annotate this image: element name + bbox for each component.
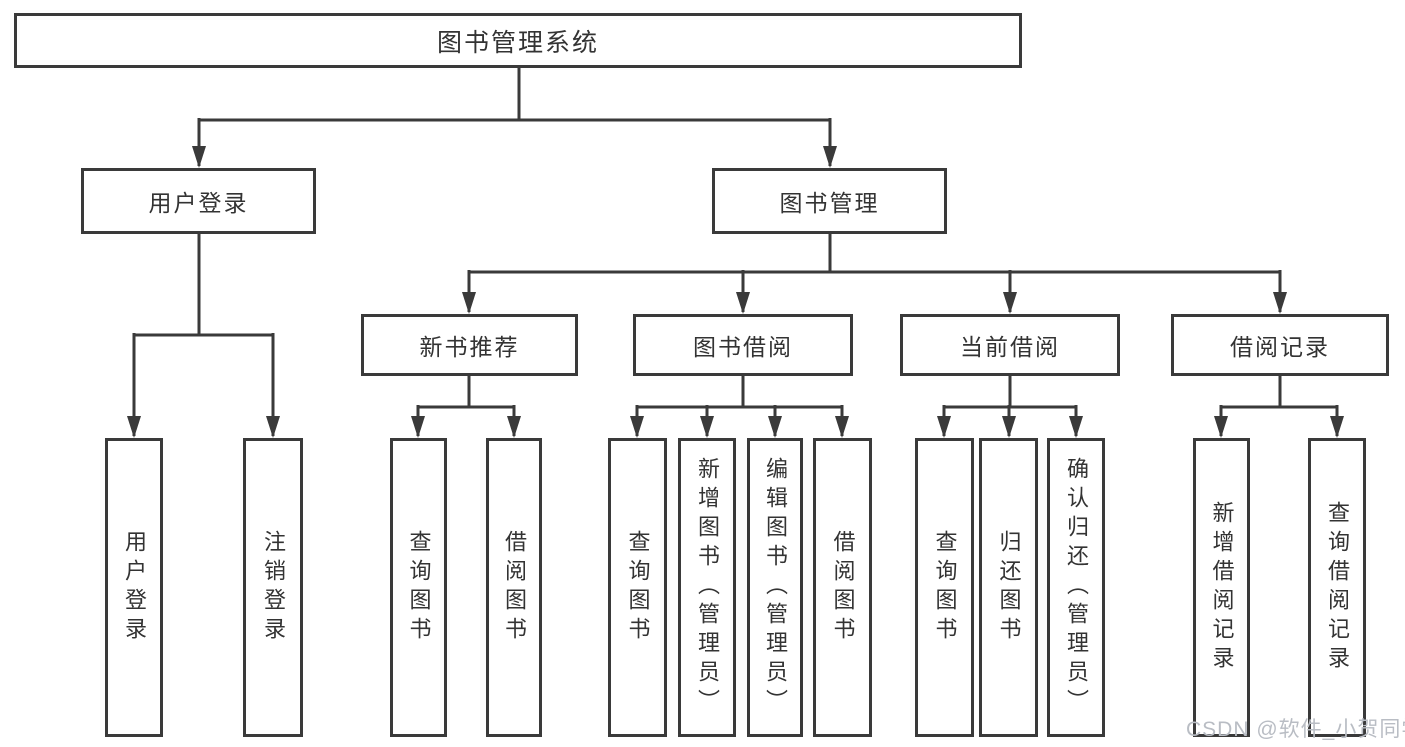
leaf-query-books-borrow: 查询图书: [608, 438, 667, 737]
leaf-query-books-current: 查询图书: [915, 438, 974, 737]
node-book-borrow: 图书借阅: [633, 314, 853, 376]
leaf-add-borrow-record: 新增借阅记录: [1193, 438, 1250, 737]
node-new-book-recommend: 新书推荐: [361, 314, 578, 376]
leaf-query-borrow-record: 查询借阅记录: [1308, 438, 1366, 737]
node-current-borrow: 当前借阅: [900, 314, 1120, 376]
node-book-management: 图书管理: [712, 168, 947, 234]
leaf-borrow-books: 借阅图书: [813, 438, 872, 737]
node-user-login: 用户登录: [81, 168, 316, 234]
node-borrow-records: 借阅记录: [1171, 314, 1389, 376]
leaf-add-books-admin: 新增图书（管理员）: [678, 438, 736, 737]
leaf-confirm-return-admin: 确认归还（管理员）: [1047, 438, 1105, 737]
leaf-return-books: 归还图书: [979, 438, 1038, 737]
leaf-borrow-books-recommend: 借阅图书: [486, 438, 542, 737]
csdn-watermark: CSDN @软件_小贺同学: [1186, 718, 1405, 741]
leaf-query-books-recommend: 查询图书: [390, 438, 447, 737]
leaf-logout: 注销登录: [243, 438, 303, 737]
node-root: 图书管理系统: [14, 13, 1022, 68]
leaf-user-login: 用户登录: [105, 438, 163, 737]
leaf-edit-books-admin: 编辑图书（管理员）: [747, 438, 803, 737]
